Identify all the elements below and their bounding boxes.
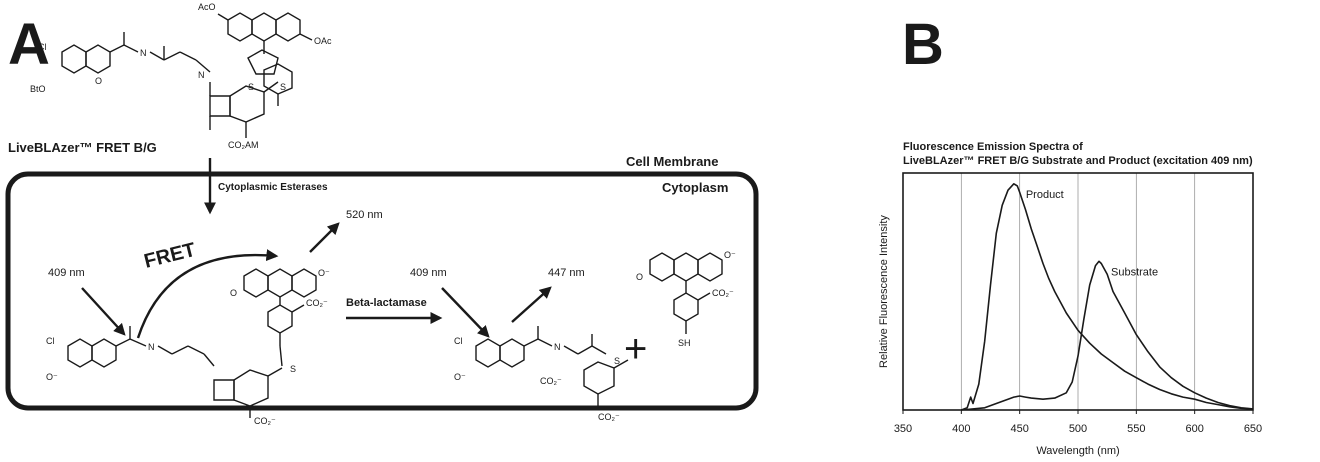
x-axis-label: Wavelength (nm) bbox=[1036, 445, 1119, 457]
atom-n: N bbox=[198, 70, 205, 80]
atom-co2am: CO₂AM bbox=[228, 140, 259, 150]
atom-s: S bbox=[280, 82, 286, 92]
emission-arrow-1 bbox=[309, 222, 340, 253]
atom-o: O bbox=[95, 76, 102, 86]
atom-co2-minus: CO₂⁻ bbox=[712, 288, 734, 298]
emission-arrow-2 bbox=[511, 286, 552, 323]
series-label-substrate: Substrate bbox=[1111, 266, 1158, 278]
x-tick-label: 500 bbox=[1069, 423, 1087, 435]
product-fluorescein-structure: O O⁻ CO₂⁻ SH bbox=[636, 250, 736, 348]
atom-o: O bbox=[230, 288, 237, 298]
substrate-ester-structure: Cl BtO O N N S S CO₂AM AcO OAc bbox=[30, 2, 332, 150]
atom-o-minus: O⁻ bbox=[454, 372, 466, 382]
substrate-structure: Cl O⁻ N S CO₂⁻ CO₂⁻ O⁻ O bbox=[46, 268, 330, 426]
atom-o: O bbox=[636, 272, 643, 282]
excitation-arrow-2 bbox=[441, 287, 490, 338]
atom-cl: Cl bbox=[46, 336, 55, 346]
x-tick-label: 650 bbox=[1244, 423, 1262, 435]
atom-co2-minus: CO₂⁻ bbox=[540, 376, 562, 386]
atom-cl: Cl bbox=[454, 336, 463, 346]
atom-o-minus: O⁻ bbox=[318, 268, 330, 278]
atom-bto: BtO bbox=[30, 84, 46, 94]
atom-co2-minus: CO₂⁻ bbox=[306, 298, 328, 308]
series-label-product: Product bbox=[1026, 189, 1064, 201]
x-tick-label: 550 bbox=[1127, 423, 1145, 435]
chart-gridlines bbox=[960, 173, 1196, 410]
cell-membrane-outline bbox=[5, 171, 759, 411]
atom-n: N bbox=[140, 48, 147, 58]
atom-s: S bbox=[290, 364, 296, 374]
plus-sign: + bbox=[624, 327, 647, 371]
atom-co2-minus: CO₂⁻ bbox=[254, 416, 276, 426]
atom-n: N bbox=[148, 342, 155, 352]
chart-title-line-2: LiveBLAzer™ FRET B/G Substrate and Produ… bbox=[903, 155, 1253, 167]
atom-o-minus: O⁻ bbox=[724, 250, 736, 260]
esterase-label: Cytoplasmic Esterases bbox=[218, 182, 328, 193]
y-axis-label: Relative Fluorescence Intensity bbox=[878, 215, 890, 368]
fret-label: FRET bbox=[142, 239, 198, 273]
emission-label-1: 520 nm bbox=[346, 209, 383, 221]
atom-o-minus: O⁻ bbox=[46, 372, 58, 382]
x-tick-label: 600 bbox=[1185, 423, 1203, 435]
panel-a-letter: A bbox=[8, 12, 50, 77]
emission-label-2: 447 nm bbox=[548, 267, 585, 279]
atom-acetoxy-2: OAc bbox=[314, 36, 332, 46]
atom-s: S bbox=[248, 82, 254, 92]
excitation-label-2: 409 nm bbox=[410, 267, 447, 279]
series-line-substrate bbox=[961, 260, 1254, 411]
x-tick-label: 400 bbox=[952, 423, 970, 435]
compound-name-label: LiveBLAzer™ FRET B/G bbox=[8, 140, 157, 155]
cytoplasm-label: Cytoplasm bbox=[662, 180, 728, 195]
atom-co2-minus: CO₂⁻ bbox=[598, 412, 620, 422]
x-axis-ticks: 350 400 450 500 550 600 650 bbox=[894, 410, 1262, 435]
chart-title-line-1: Fluorescence Emission Spectra of bbox=[903, 141, 1083, 153]
panel-b-letter: B bbox=[902, 12, 944, 77]
excitation-label-1: 409 nm bbox=[48, 267, 85, 279]
chart-series bbox=[961, 183, 1254, 411]
atom-sh: SH bbox=[678, 338, 691, 348]
fret-arrow bbox=[136, 249, 279, 339]
series-line-product bbox=[961, 183, 1254, 411]
product-coumarin-structure: Cl O⁻ N S CO₂⁻ CO₂⁻ bbox=[454, 326, 629, 422]
x-tick-label: 350 bbox=[894, 423, 912, 435]
cell-membrane-label: Cell Membrane bbox=[626, 154, 718, 169]
atom-cl: Cl bbox=[38, 42, 47, 52]
beta-lactamase-label: Beta-lactamase bbox=[346, 297, 427, 309]
excitation-arrow-1 bbox=[81, 287, 126, 336]
atom-n: N bbox=[554, 342, 561, 352]
atom-acetoxy-1: AcO bbox=[198, 2, 216, 12]
atom-s: S bbox=[614, 356, 620, 366]
x-tick-label: 450 bbox=[1010, 423, 1028, 435]
